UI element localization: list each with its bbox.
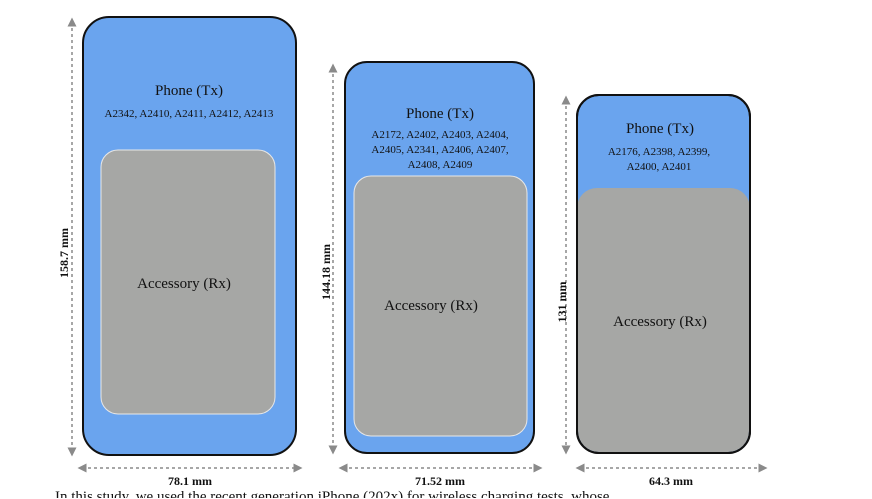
- phone-models-2-line-2: A2405, A2341, A2406, A2407,: [371, 144, 508, 156]
- footer-text-fragment: In this study, we used the recent genera…: [55, 489, 621, 498]
- width-label-3: 64.3 mm: [649, 474, 693, 488]
- phone-title-2: Phone (Tx): [406, 106, 474, 122]
- height-label-1: 158.7 mm: [57, 228, 71, 278]
- phone-models-2-line-3: A2408, A2409: [408, 159, 473, 171]
- accessory-pad-2: [353, 175, 528, 437]
- phone-group-3: Phone (Tx) A2176, A2398, A2399, A2400, A…: [555, 94, 768, 488]
- phone-group-1: Phone (Tx) A2342, A2410, A2411, A2412, A…: [57, 16, 303, 488]
- width-label-1: 78.1 mm: [168, 474, 212, 488]
- accessory-label-3: Accessory (Rx): [613, 314, 707, 330]
- phone-group-2: Phone (Tx) A2172, A2402, A2403, A2404, A…: [319, 61, 543, 488]
- accessory-pad-1: [100, 149, 276, 415]
- phone-models-1-line-1: A2342, A2410, A2411, A2412, A2413: [105, 108, 274, 120]
- accessory-label-1: Accessory (Rx): [137, 276, 231, 292]
- accessory-label-2: Accessory (Rx): [384, 298, 478, 314]
- accessory-pad-3: [578, 188, 749, 452]
- phone-title-1: Phone (Tx): [155, 83, 223, 99]
- phone-models-3-line-1: A2176, A2398, A2399,: [608, 146, 711, 158]
- phone-models-2-line-1: A2172, A2402, A2403, A2404,: [371, 129, 508, 141]
- height-label-2: 144.18 mm: [319, 244, 333, 300]
- height-label-3: 131 mm: [555, 282, 569, 323]
- phone-models-3-line-2: A2400, A2401: [627, 161, 692, 173]
- width-label-2: 71.52 mm: [415, 474, 465, 488]
- phone-title-3: Phone (Tx): [626, 121, 694, 137]
